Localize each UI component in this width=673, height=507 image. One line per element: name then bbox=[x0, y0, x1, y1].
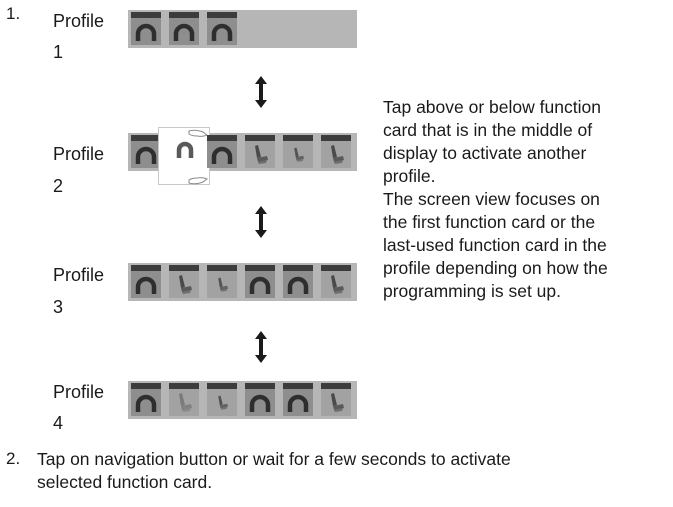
profile-4-index: 4 bbox=[53, 413, 64, 433]
seat-function-card[interactable] bbox=[245, 265, 275, 298]
instruction-text: Tap above or below function card that is… bbox=[383, 97, 608, 301]
chair-function-card[interactable] bbox=[321, 383, 351, 416]
step-number-1: 1. bbox=[6, 4, 21, 23]
profile-1-index: 1 bbox=[53, 42, 64, 62]
profile-1-label: Profile bbox=[53, 11, 105, 31]
seat-function-card[interactable] bbox=[245, 383, 275, 416]
tap-hand-icon bbox=[176, 129, 208, 185]
up-down-arrow-icon bbox=[255, 76, 267, 108]
chair-function-card[interactable] bbox=[245, 135, 275, 168]
profile-3-label: Profile bbox=[53, 265, 105, 285]
profile-2-strip[interactable] bbox=[128, 127, 357, 185]
chair-function-card[interactable] bbox=[321, 135, 351, 168]
profile-3-strip[interactable] bbox=[128, 263, 357, 301]
profile-2-index: 2 bbox=[53, 176, 64, 196]
profile-1-strip[interactable] bbox=[128, 10, 357, 48]
chair-function-card[interactable] bbox=[169, 265, 199, 298]
seat-function-card[interactable] bbox=[283, 265, 313, 298]
step-2-text: Tap on navigation button or wait for a f… bbox=[37, 449, 511, 492]
seat-function-card[interactable] bbox=[283, 383, 313, 416]
profile-4-label: Profile bbox=[53, 382, 105, 402]
seat-function-card[interactable] bbox=[169, 12, 199, 45]
chair-function-card[interactable] bbox=[321, 265, 351, 298]
chair-function-card[interactable] bbox=[207, 265, 237, 298]
seat-function-card[interactable] bbox=[207, 135, 237, 168]
profile-3-index: 3 bbox=[53, 297, 64, 317]
up-down-arrow-icon bbox=[255, 206, 267, 238]
step-number-2: 2. bbox=[6, 449, 21, 468]
chair-function-card[interactable] bbox=[207, 383, 237, 416]
profile-4-strip[interactable] bbox=[128, 381, 357, 419]
profile-2-label: Profile bbox=[53, 144, 105, 164]
chair-function-card[interactable] bbox=[283, 135, 313, 168]
selected-function-card[interactable] bbox=[158, 127, 210, 185]
seat-function-card[interactable] bbox=[131, 383, 161, 416]
seat-function-card[interactable] bbox=[131, 265, 161, 298]
seat-function-card[interactable] bbox=[131, 12, 161, 45]
up-down-arrow-icon bbox=[255, 331, 267, 363]
seat-function-card[interactable] bbox=[131, 135, 161, 168]
chair-function-card[interactable] bbox=[169, 383, 199, 416]
seat-function-card[interactable] bbox=[207, 12, 237, 45]
